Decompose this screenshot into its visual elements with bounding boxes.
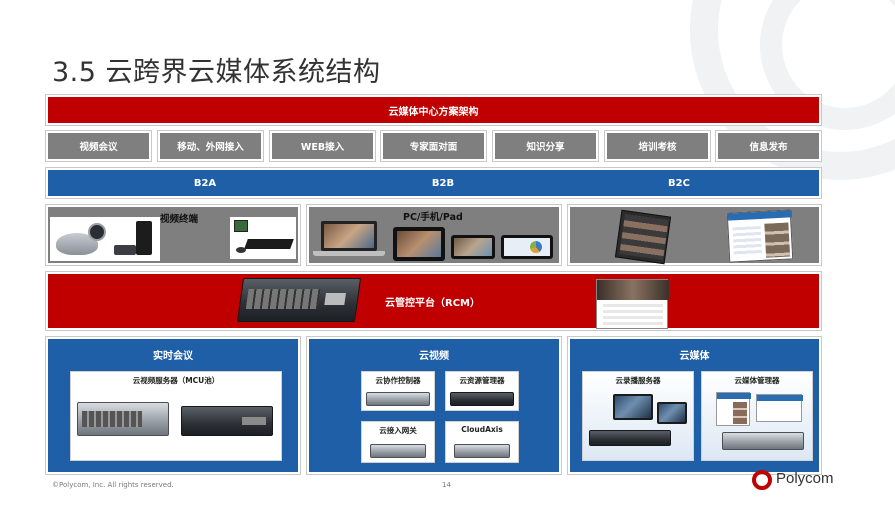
cloudaxis-server-image: [454, 444, 510, 458]
mcu-pool-box: 云视频服务器（MCU池）: [70, 371, 282, 461]
access-button-label: 知识分享: [526, 142, 565, 153]
cloud-media-title: 云媒体: [679, 351, 710, 362]
devices-panel: PC/手机/Pad: [307, 205, 561, 265]
platform-ui-image: [596, 279, 669, 329]
access-button-label: 移动、外网接入: [177, 142, 244, 153]
controller-server-image: [366, 392, 430, 406]
polycom-logo-icon: [752, 470, 772, 490]
media-manager-label: 云媒体管理器: [734, 376, 780, 385]
recording-screen-image-2: [657, 402, 687, 424]
access-button-expert[interactable]: 专家面对面: [381, 131, 486, 161]
video-terminal-label: 视频终端: [160, 214, 199, 225]
video-codec-image: [50, 217, 160, 261]
cloudaxis-label: CloudAxis: [461, 425, 503, 434]
recording-server-box: 云录播服务器: [582, 371, 694, 461]
tablet-icon: [393, 227, 445, 261]
laptop-icon: [321, 221, 377, 251]
access-button-label: 培训考核: [638, 142, 677, 153]
label-b2b: B2B: [431, 177, 455, 189]
platform-label: 云管控平台（RCM）: [385, 298, 480, 309]
mcu-server-image: [77, 402, 169, 436]
recording-server-label: 云录播服务器: [615, 376, 661, 385]
camera-icon: [56, 233, 98, 255]
realtime-meeting-title: 实时会议: [153, 351, 193, 362]
access-button-label: 专家面对面: [409, 142, 458, 153]
media-manager-screen-image: [716, 392, 751, 426]
architecture-bar: 云媒体中心方案架构: [46, 95, 821, 125]
media-manager-box: 云媒体管理器: [701, 371, 813, 461]
camera-lens-icon: [88, 223, 106, 241]
collaboration-controller-label: 云协作控制器: [375, 376, 421, 385]
label-b2a: B2A: [193, 177, 217, 189]
page-title: 3.5 云跨界云媒体系统结构: [52, 57, 381, 88]
phone-chart-icon: [501, 235, 553, 259]
media-manager-server-image: [722, 432, 804, 450]
access-button-label: WEB接入: [300, 142, 345, 153]
platform-server-image: [236, 278, 362, 322]
resource-manager-box: 云资源管理器: [445, 371, 519, 411]
recording-screen-image: [613, 394, 653, 420]
access-button-web[interactable]: WEB接入: [270, 131, 375, 161]
resource-manager-label: 云资源管理器: [459, 376, 505, 385]
recording-server-image: [589, 430, 671, 446]
portal-screenshot-image-2: [726, 209, 794, 263]
microphone-icon: [236, 247, 246, 253]
access-gateway-label: 云接入网关: [379, 426, 417, 435]
web-portal-panel: [568, 205, 821, 265]
hdx-system-image: [230, 217, 296, 259]
copyright-text: ©Polycom, Inc. All rights reserved.: [52, 481, 174, 489]
codec-tower-icon: [136, 221, 152, 255]
resource-server-image: [450, 392, 514, 406]
cloud-media-panel: 云媒体 云录播服务器 云媒体管理器: [568, 337, 821, 474]
small-screen-icon: [234, 220, 248, 232]
laptop-base-icon: [313, 251, 385, 256]
access-gateway-box: 云接入网关: [361, 421, 435, 463]
codec-box-icon: [244, 239, 294, 249]
page-number: 14: [442, 481, 451, 489]
access-button-training[interactable]: 培训考核: [605, 131, 710, 161]
mcu-pool-label: 云视频服务器（MCU池）: [132, 376, 220, 385]
label-b2c: B2C: [668, 177, 690, 189]
access-button-publish[interactable]: 信息发布: [716, 131, 821, 161]
collaboration-controller-box: 云协作控制器: [361, 371, 435, 411]
access-button-knowledge[interactable]: 知识分享: [493, 131, 598, 161]
access-button-mobile[interactable]: 移动、外网接入: [158, 131, 263, 161]
video-terminal-panel: 视频终端: [46, 205, 300, 265]
cloud-video-panel: 云视频 云协作控制器 云资源管理器 云接入网关 CloudAxis: [307, 337, 561, 474]
access-button-video-conference[interactable]: 视频会议: [46, 131, 151, 161]
access-button-label: 视频会议: [79, 142, 118, 153]
business-model-bar: [46, 168, 821, 198]
devices-label: PC/手机/Pad: [403, 212, 463, 223]
gateway-server-image: [370, 444, 426, 458]
polycom-logo-text: Polycom: [776, 470, 834, 487]
architecture-label: 云媒体中心方案架构: [388, 106, 479, 118]
codec-base-icon: [114, 245, 136, 255]
cloud-video-title: 云视频: [419, 351, 449, 362]
realtime-meeting-panel: 实时会议 云视频服务器（MCU池）: [46, 337, 300, 474]
portal-screenshot-image: [614, 209, 672, 265]
access-button-label: 信息发布: [749, 142, 788, 153]
platform-bar: 云管控平台（RCM）: [46, 272, 821, 330]
cloudaxis-box: CloudAxis: [445, 421, 519, 463]
media-manager-screen-image-2: [756, 394, 803, 422]
phone-icon: [451, 235, 495, 259]
mcu-server-image-2: [181, 406, 273, 436]
